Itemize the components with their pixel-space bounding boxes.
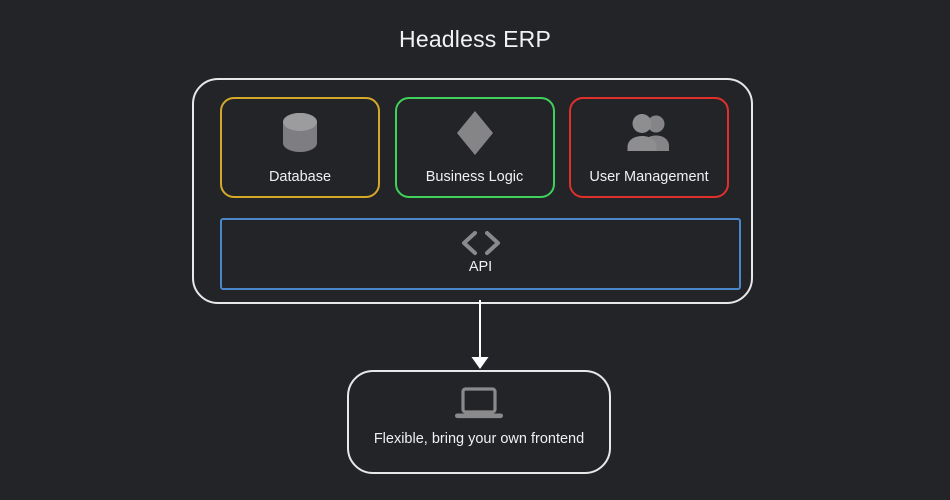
code-brackets-icon: [222, 226, 739, 260]
laptop-icon: [349, 384, 609, 424]
module-label-database: Database: [268, 169, 332, 185]
api-panel[interactable]: API: [220, 218, 741, 290]
module-card-user-management[interactable]: User Management: [569, 97, 729, 198]
diamond-icon: [397, 109, 553, 157]
page-title: Headless ERP: [399, 26, 551, 52]
api-to-frontend-arrow: [458, 300, 502, 374]
frontend-card[interactable]: Flexible, bring your own frontend: [347, 370, 611, 474]
users-group-icon: [571, 109, 727, 157]
database-cylinder-icon: [222, 109, 378, 157]
module-row: Database Business Logic: [220, 97, 729, 198]
module-label-user-management: User Management: [589, 169, 709, 185]
module-card-database[interactable]: Database: [220, 97, 380, 198]
frontend-label: Flexible, bring your own frontend: [373, 431, 585, 447]
backend-container: Database Business Logic: [192, 78, 753, 304]
module-card-business-logic[interactable]: Business Logic: [394, 97, 555, 198]
module-label-business-logic: Business Logic: [425, 169, 524, 185]
api-label: API: [468, 259, 493, 275]
